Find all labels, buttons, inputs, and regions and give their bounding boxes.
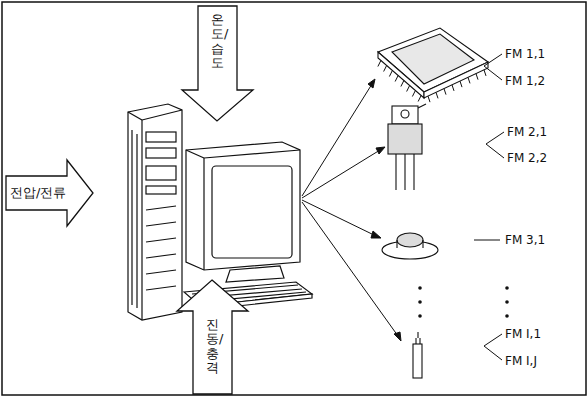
hollow-arrow: 진동/충격: [175, 278, 250, 395]
input-label: 전압/전류: [10, 184, 66, 202]
failure-mode-label: FM 1,2: [504, 74, 546, 88]
hollow-arrow: 온도/습도: [180, 5, 255, 123]
input-label: 진동/충격: [206, 318, 219, 375]
hollow-arrow: 전압/전류: [5, 158, 95, 228]
failure-mode-label: FM 2,2: [506, 151, 548, 165]
failure-mode-label: FM 3,1: [504, 233, 546, 247]
input-label: 온도/습도: [211, 13, 224, 70]
failure-mode-label: FM 1,1: [504, 47, 546, 61]
failure-mode-label: FM I,1: [504, 327, 542, 341]
failure-mode-label: FM 2,1: [506, 125, 548, 139]
failure-mode-label: FM I,J: [504, 354, 538, 368]
